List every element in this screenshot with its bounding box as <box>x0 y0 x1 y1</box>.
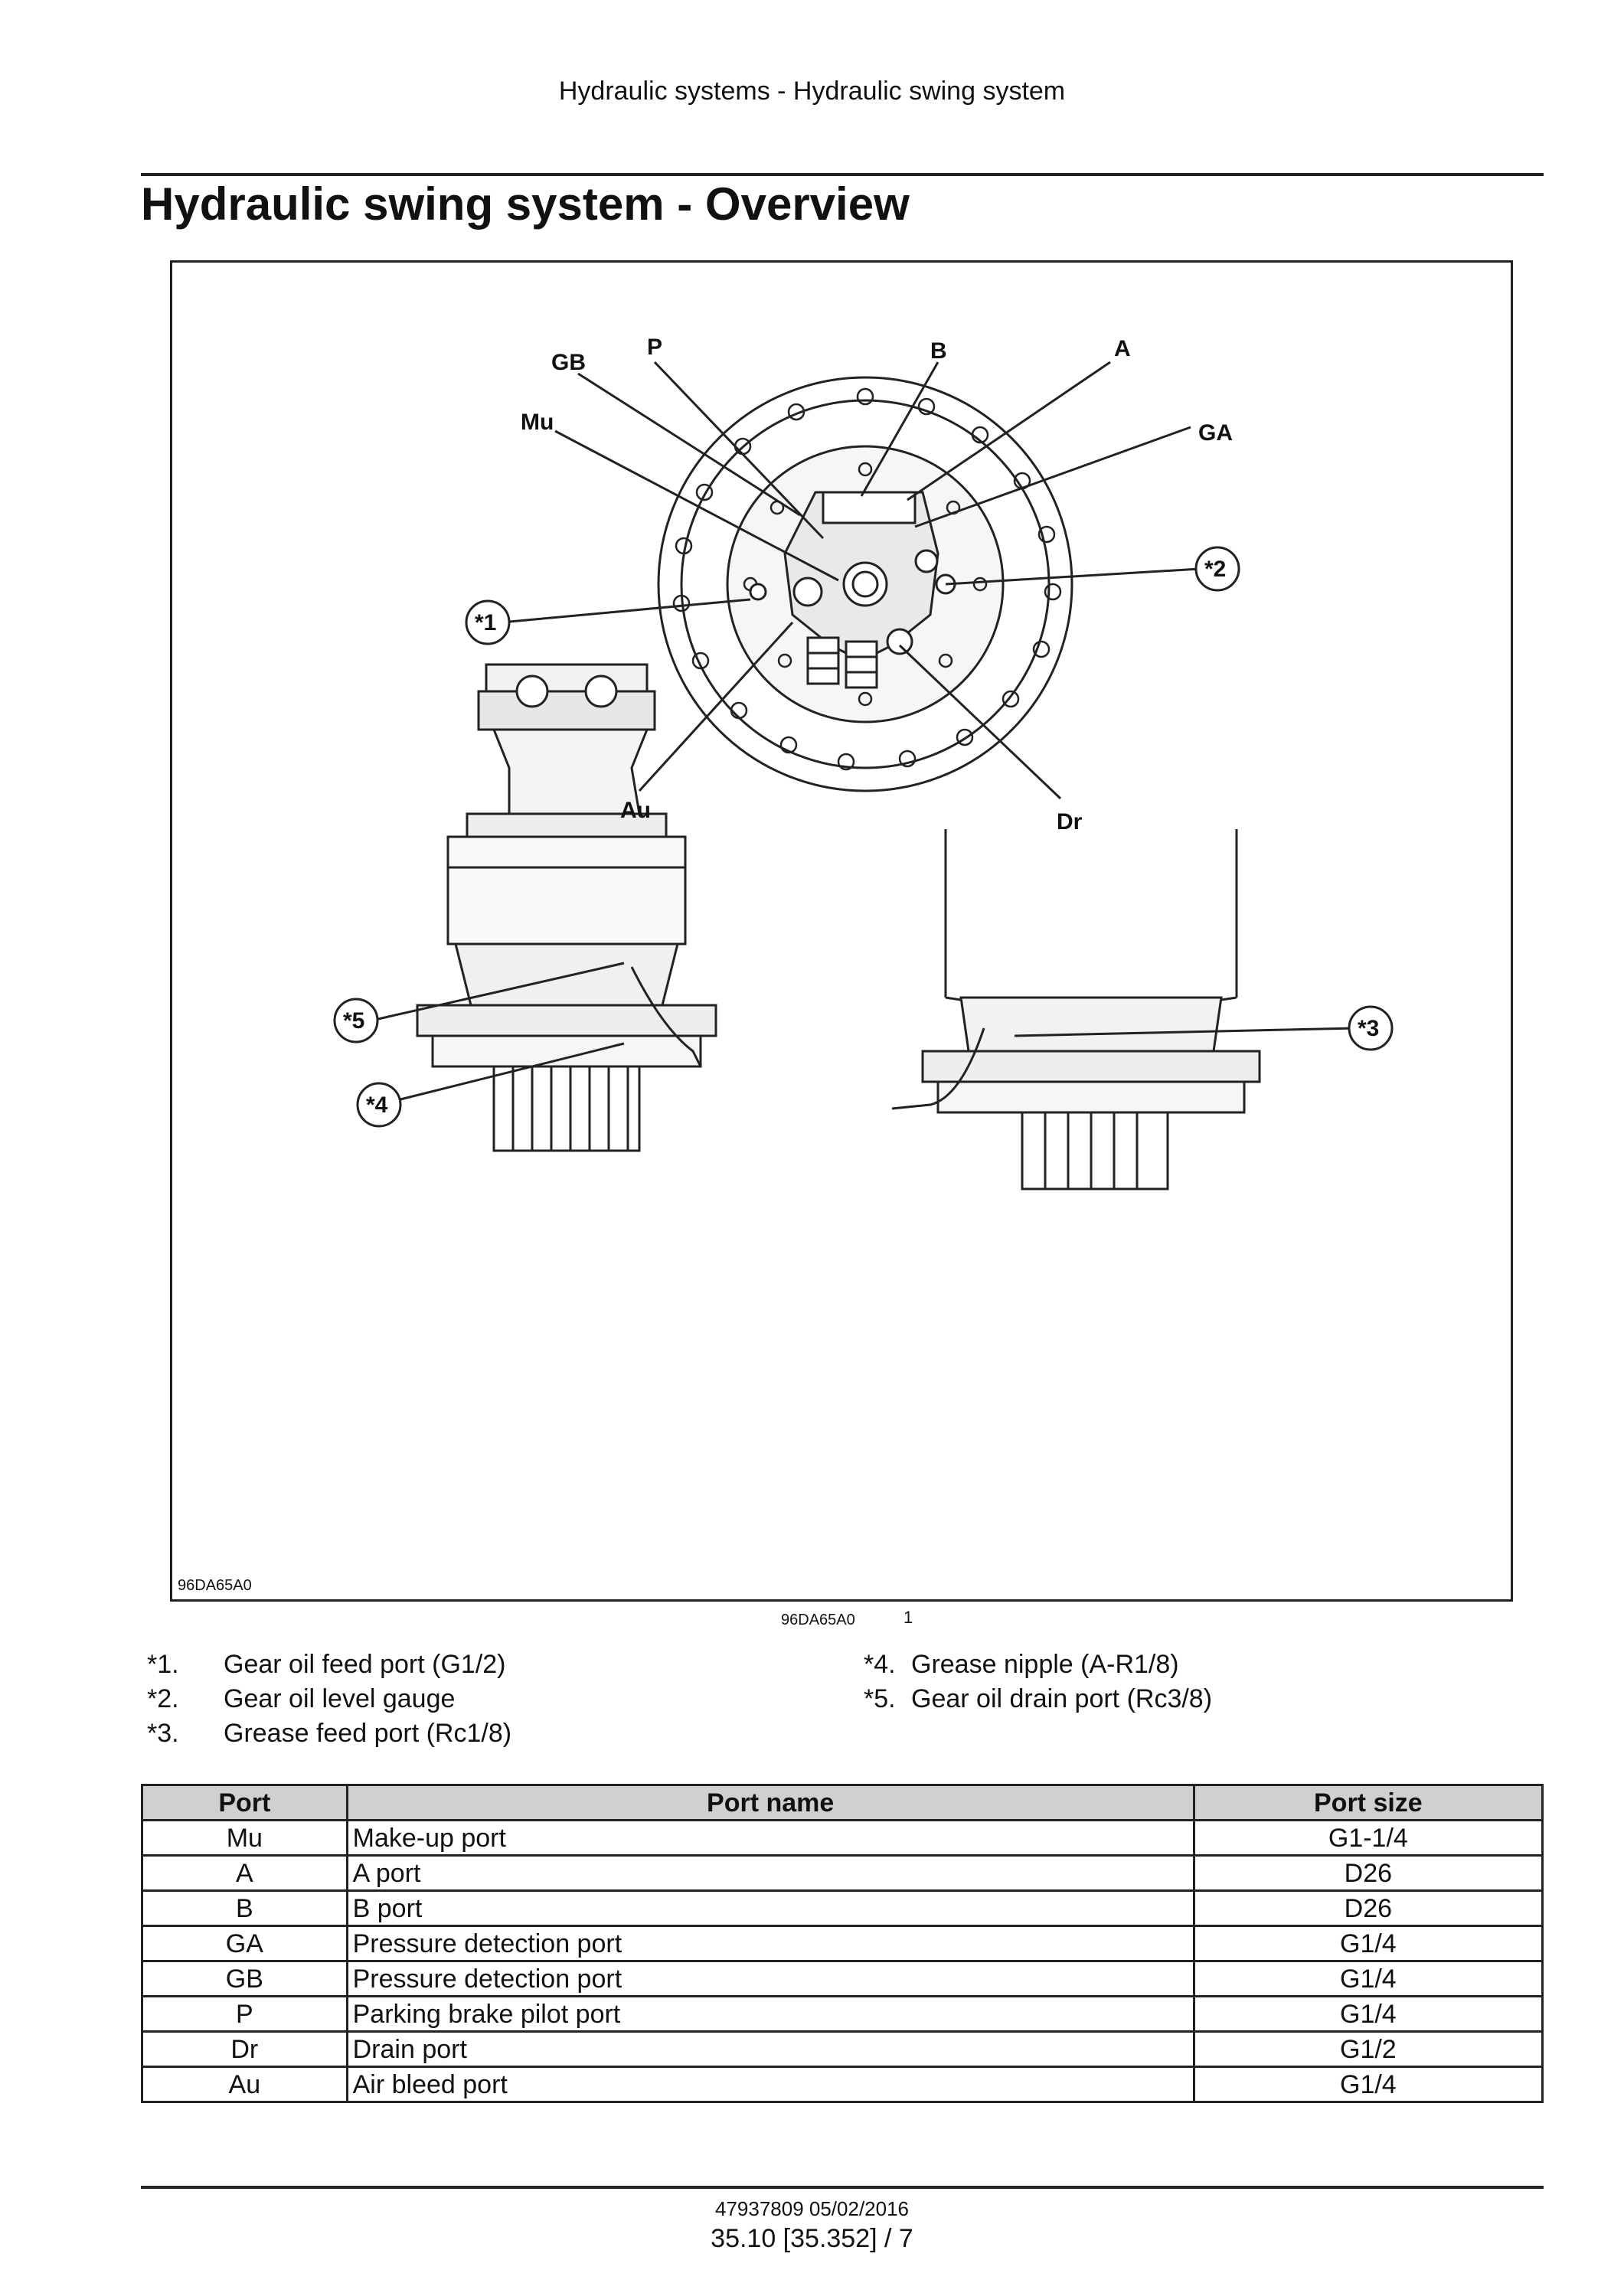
page-title: Hydraulic swing system - Overview <box>141 178 910 230</box>
table-row: P Parking brake pilot port G1/4 <box>141 1995 1544 2033</box>
cell-name: Pressure detection port <box>345 1960 1195 1997</box>
table-row: Dr Drain port G1/2 <box>141 2030 1544 2068</box>
cell-name: Parking brake pilot port <box>345 1995 1195 2033</box>
label-ref5: *5 <box>343 1008 364 1034</box>
legend-marker: *5. <box>864 1684 896 1713</box>
col-header-size: Port size <box>1192 1784 1544 1821</box>
table-row: A A port D26 <box>141 1854 1544 1892</box>
cell-size: D26 <box>1192 1889 1544 1927</box>
side-view-left-drawing <box>371 663 717 1152</box>
header-divider <box>141 173 1544 176</box>
label-Dr: Dr <box>1057 809 1083 834</box>
legend-marker: *1. <box>147 1650 179 1679</box>
label-B: B <box>930 338 947 364</box>
legend-text: Grease nipple (A-R1/8) <box>911 1650 1179 1679</box>
cell-port: A <box>141 1854 348 1892</box>
legend-marker: *2. <box>147 1684 179 1713</box>
figure-number: 1 <box>903 1608 913 1627</box>
label-Mu: Mu <box>521 410 554 435</box>
label-GA: GA <box>1198 420 1233 446</box>
label-ref3: *3 <box>1358 1016 1379 1041</box>
label-ref2: *2 <box>1204 557 1226 582</box>
cell-port: GA <box>141 1925 348 1962</box>
legend-text: Grease feed port (Rc1/8) <box>224 1719 512 1748</box>
cell-port: GB <box>141 1960 348 1997</box>
footer-divider <box>141 2186 1544 2189</box>
cell-name: B port <box>345 1889 1195 1927</box>
cell-size: G1/4 <box>1192 1995 1544 2033</box>
document-number: 47937809 05/02/2016 <box>714 2197 910 2220</box>
cell-port: P <box>141 1995 348 2033</box>
cell-name: Pressure detection port <box>345 1925 1195 1962</box>
port-table: Port Port name Port size Mu Make-up port… <box>141 1784 1544 2103</box>
cell-size: G1/4 <box>1192 2066 1544 2103</box>
cell-port: Dr <box>141 2030 348 2068</box>
side-view-right-drawing <box>891 829 1356 1190</box>
legend-text: Gear oil drain port (Rc3/8) <box>911 1684 1213 1713</box>
cell-port: Mu <box>141 1819 348 1857</box>
cell-name: A port <box>345 1854 1195 1892</box>
figure-caption-code: 96DA65A0 <box>781 1612 855 1628</box>
cell-name: Air bleed port <box>345 2066 1195 2103</box>
table-row: Mu Make-up port G1-1/4 <box>141 1819 1544 1857</box>
table-row: B B port D26 <box>141 1889 1544 1927</box>
cell-size: G1/4 <box>1192 1960 1544 1997</box>
cell-name: Make-up port <box>345 1819 1195 1857</box>
top-view-drawing <box>657 376 1073 792</box>
label-ref4: *4 <box>366 1092 388 1118</box>
swing-motor-illustration: GB P B A Mu GA *2 *1 Au Dr *5 *4 *3 <box>333 335 1394 1190</box>
table-header-row: Port Port name Port size <box>141 1784 1544 1821</box>
legend-marker: *4. <box>864 1650 896 1679</box>
cell-port: B <box>141 1889 348 1927</box>
legend-text: Gear oil feed port (G1/2) <box>224 1650 506 1679</box>
table-row: GB Pressure detection port G1/4 <box>141 1960 1544 1997</box>
page-reference: 35.10 [35.352] / 7 <box>711 2224 913 2253</box>
label-A: A <box>1114 336 1131 361</box>
figure-code: 96DA65A0 <box>178 1577 252 1594</box>
cell-port: Au <box>141 2066 348 2103</box>
running-header: Hydraulic systems - Hydraulic swing syst… <box>558 77 1066 106</box>
cell-size: D26 <box>1192 1854 1544 1892</box>
label-GB: GB <box>551 350 586 375</box>
legend-marker: *3. <box>147 1719 179 1748</box>
table-row: GA Pressure detection port G1/4 <box>141 1925 1544 1962</box>
col-header-name: Port name <box>345 1784 1195 1821</box>
cell-size: G1/4 <box>1192 1925 1544 1962</box>
legend-text: Gear oil level gauge <box>224 1684 456 1713</box>
label-P: P <box>647 335 662 360</box>
cell-size: G1-1/4 <box>1192 1819 1544 1857</box>
table-row: Au Air bleed port G1/4 <box>141 2066 1544 2103</box>
label-ref1: *1 <box>475 610 496 635</box>
cell-size: G1/2 <box>1192 2030 1544 2068</box>
cell-name: Drain port <box>345 2030 1195 2068</box>
label-Au: Au <box>620 798 651 823</box>
col-header-port: Port <box>141 1784 348 1821</box>
figure-frame <box>170 260 1513 1602</box>
